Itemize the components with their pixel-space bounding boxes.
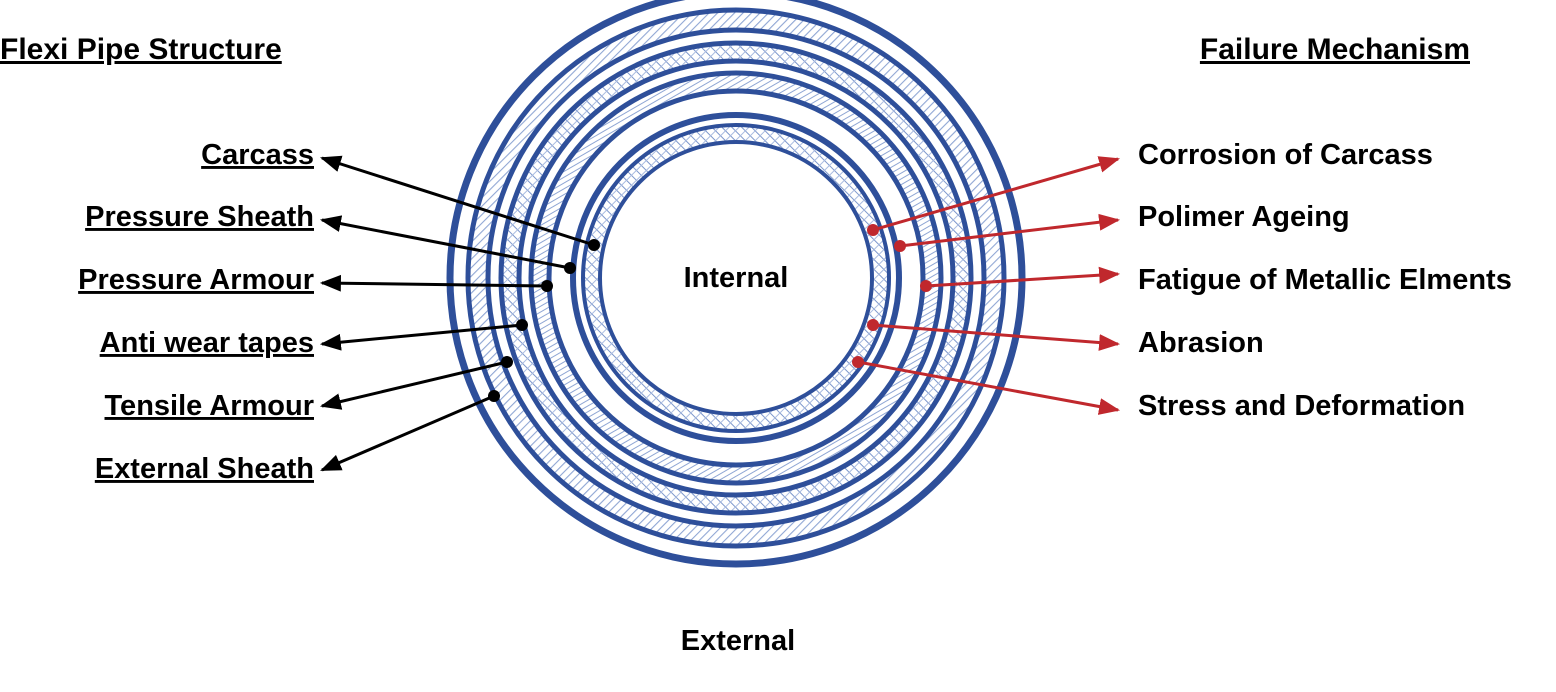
anti-wear-band <box>503 45 969 511</box>
structure-label-external-sheath: External Sheath <box>95 453 314 485</box>
carcass-ring-outer <box>581 123 891 433</box>
structure-labels: Carcass Pressure Sheath Pressure Armour … <box>78 139 314 485</box>
pressure-sheath-ring <box>570 112 902 444</box>
structure-label-pressure-armour: Pressure Armour <box>78 264 314 296</box>
anti-wear-ring-outer <box>498 40 974 516</box>
failure-labels: Corrosion of Carcass Polimer Ageing Fati… <box>1138 139 1512 422</box>
carcass-ring-inner <box>598 140 874 416</box>
pressure-armour-ring-inner <box>546 88 926 468</box>
dot-corrosion <box>867 224 879 236</box>
arrow-fatigue <box>925 266 1121 288</box>
tensile-armour-ring-outer <box>465 7 1007 549</box>
dot-abrasion <box>867 319 879 331</box>
failure-label-fatigue: Fatigue of Metallic Elments <box>1138 264 1512 296</box>
anti-wear-ring-inner <box>516 58 956 498</box>
pressure-armour-band <box>533 75 939 481</box>
external-label: External <box>681 625 795 657</box>
arrow-stress <box>857 360 1121 415</box>
failure-arrows <box>852 156 1121 415</box>
pipe-cross-section <box>446 0 1026 568</box>
arrow-anti-wear-tapes <box>319 323 523 351</box>
dot-external-sheath <box>488 390 500 402</box>
dot-polimer-ageing <box>894 240 906 252</box>
arrow-abrasion <box>872 323 1121 351</box>
arrow-pressure-armour <box>319 274 548 292</box>
arrow-polimer-ageing <box>899 213 1121 248</box>
tensile-armour-ring-inner <box>485 27 987 529</box>
structure-label-pressure-sheath: Pressure Sheath <box>85 201 314 233</box>
failure-label-corrosion: Corrosion of Carcass <box>1138 139 1433 171</box>
external-sheath-ring <box>446 0 1026 568</box>
internal-label: Internal <box>684 262 789 294</box>
arrow-pressure-sheath <box>319 215 571 270</box>
tensile-armour-band <box>470 12 1002 544</box>
failure-label-abrasion: Abrasion <box>1138 327 1264 359</box>
structure-label-anti-wear-tapes: Anti wear tapes <box>100 327 314 359</box>
pressure-armour-ring-outer <box>528 70 944 486</box>
dot-pressure-sheath <box>564 262 576 274</box>
carcass-band <box>584 126 888 430</box>
left-title: Flexi Pipe Structure <box>0 33 282 66</box>
structure-label-tensile-armour: Tensile Armour <box>105 390 315 422</box>
dot-pressure-armour <box>541 280 553 292</box>
dot-tensile-armour <box>501 356 513 368</box>
dot-stress <box>852 356 864 368</box>
structure-label-carcass: Carcass <box>201 139 314 171</box>
arrow-corrosion <box>872 156 1121 232</box>
dot-anti-wear-tapes <box>516 319 528 331</box>
arrow-carcass <box>319 155 595 247</box>
failure-label-polimer-ageing: Polimer Ageing <box>1138 201 1350 233</box>
arrow-external-sheath <box>320 394 495 472</box>
failure-label-stress: Stress and Deformation <box>1138 390 1465 422</box>
right-title: Failure Mechanism <box>1200 33 1470 66</box>
arrow-tensile-armour <box>319 360 508 410</box>
structure-arrows <box>319 155 600 472</box>
dot-fatigue <box>920 280 932 292</box>
dot-carcass <box>588 239 600 251</box>
